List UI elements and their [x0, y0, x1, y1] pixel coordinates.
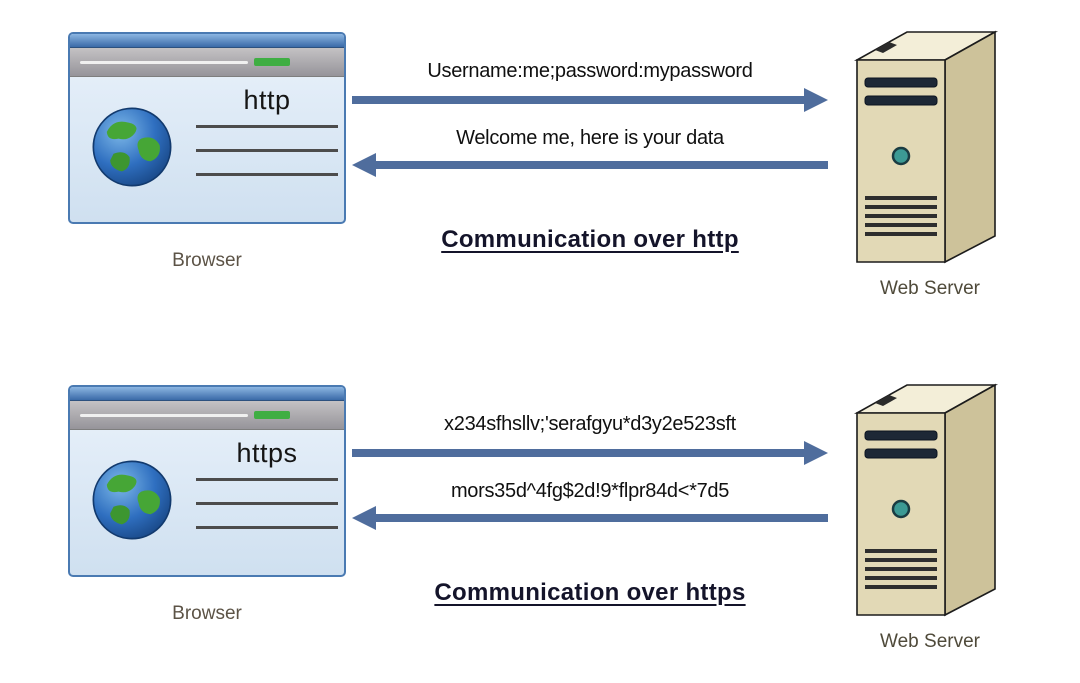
browser-titlebar — [70, 34, 344, 48]
response-arrow — [352, 506, 828, 530]
protocol-label: https — [236, 438, 298, 468]
arrow-shaft — [352, 96, 806, 104]
arrow-head-icon — [352, 506, 376, 530]
browser-window: http — [68, 32, 346, 224]
arrow-head-icon — [352, 153, 376, 177]
browser-toolbar — [70, 48, 344, 77]
address-bar — [80, 414, 248, 417]
content-line — [196, 173, 338, 176]
browser-caption: Browser — [172, 603, 242, 624]
content-line — [196, 149, 338, 152]
https-section: https Browser x234sfhsllv;'serafgyu*d3y2… — [0, 353, 1080, 683]
browser-titlebar — [70, 387, 344, 401]
address-bar — [80, 61, 248, 64]
response-message: mors35d^4fg$2d!9*flpr84d<*7d5 — [450, 480, 730, 502]
server-caption: Web Server — [880, 278, 980, 299]
web-server-icon — [853, 30, 999, 264]
request-message: Username:me;password:mypassword — [427, 60, 753, 82]
server-logo — [875, 395, 897, 406]
server-caption: Web Server — [880, 631, 980, 652]
browser-content: https — [70, 430, 344, 575]
server-vent — [864, 95, 938, 106]
server-vent — [864, 77, 938, 88]
web-server-icon — [853, 383, 999, 617]
http-section: http Browser Username:me;password:mypass… — [0, 0, 1080, 330]
section-caption: Communication over http — [441, 226, 739, 253]
browser-window: https — [68, 385, 346, 577]
response-arrow — [352, 153, 828, 177]
request-arrow — [352, 441, 828, 465]
browser-caption: Browser — [172, 250, 242, 271]
browser-content: http — [70, 77, 344, 222]
content-line — [196, 526, 338, 529]
content-line — [196, 125, 338, 128]
globe-icon — [92, 460, 172, 540]
arrow-head-icon — [804, 88, 828, 112]
protocol-column: http — [196, 85, 338, 176]
arrow-shaft — [374, 514, 828, 522]
content-line — [196, 478, 338, 481]
response-message: Welcome me, here is your data — [456, 127, 724, 149]
browser-toolbar — [70, 401, 344, 430]
server-vent — [864, 448, 938, 459]
power-button-icon — [891, 146, 911, 166]
section-caption: Communication over https — [434, 579, 746, 606]
progress-bar — [254, 411, 290, 419]
request-arrow — [352, 88, 828, 112]
arrow-shaft — [352, 449, 806, 457]
arrow-head-icon — [804, 441, 828, 465]
power-button-icon — [891, 499, 911, 519]
globe-icon — [92, 107, 172, 187]
server-logo — [875, 42, 897, 53]
protocol-label: http — [243, 85, 291, 115]
protocol-column: https — [196, 438, 338, 529]
server-vent — [864, 430, 938, 441]
request-message: x234sfhsllv;'serafgyu*d3y2e523sft — [444, 413, 736, 435]
progress-bar — [254, 58, 290, 66]
arrow-shaft — [374, 161, 828, 169]
content-line — [196, 502, 338, 505]
